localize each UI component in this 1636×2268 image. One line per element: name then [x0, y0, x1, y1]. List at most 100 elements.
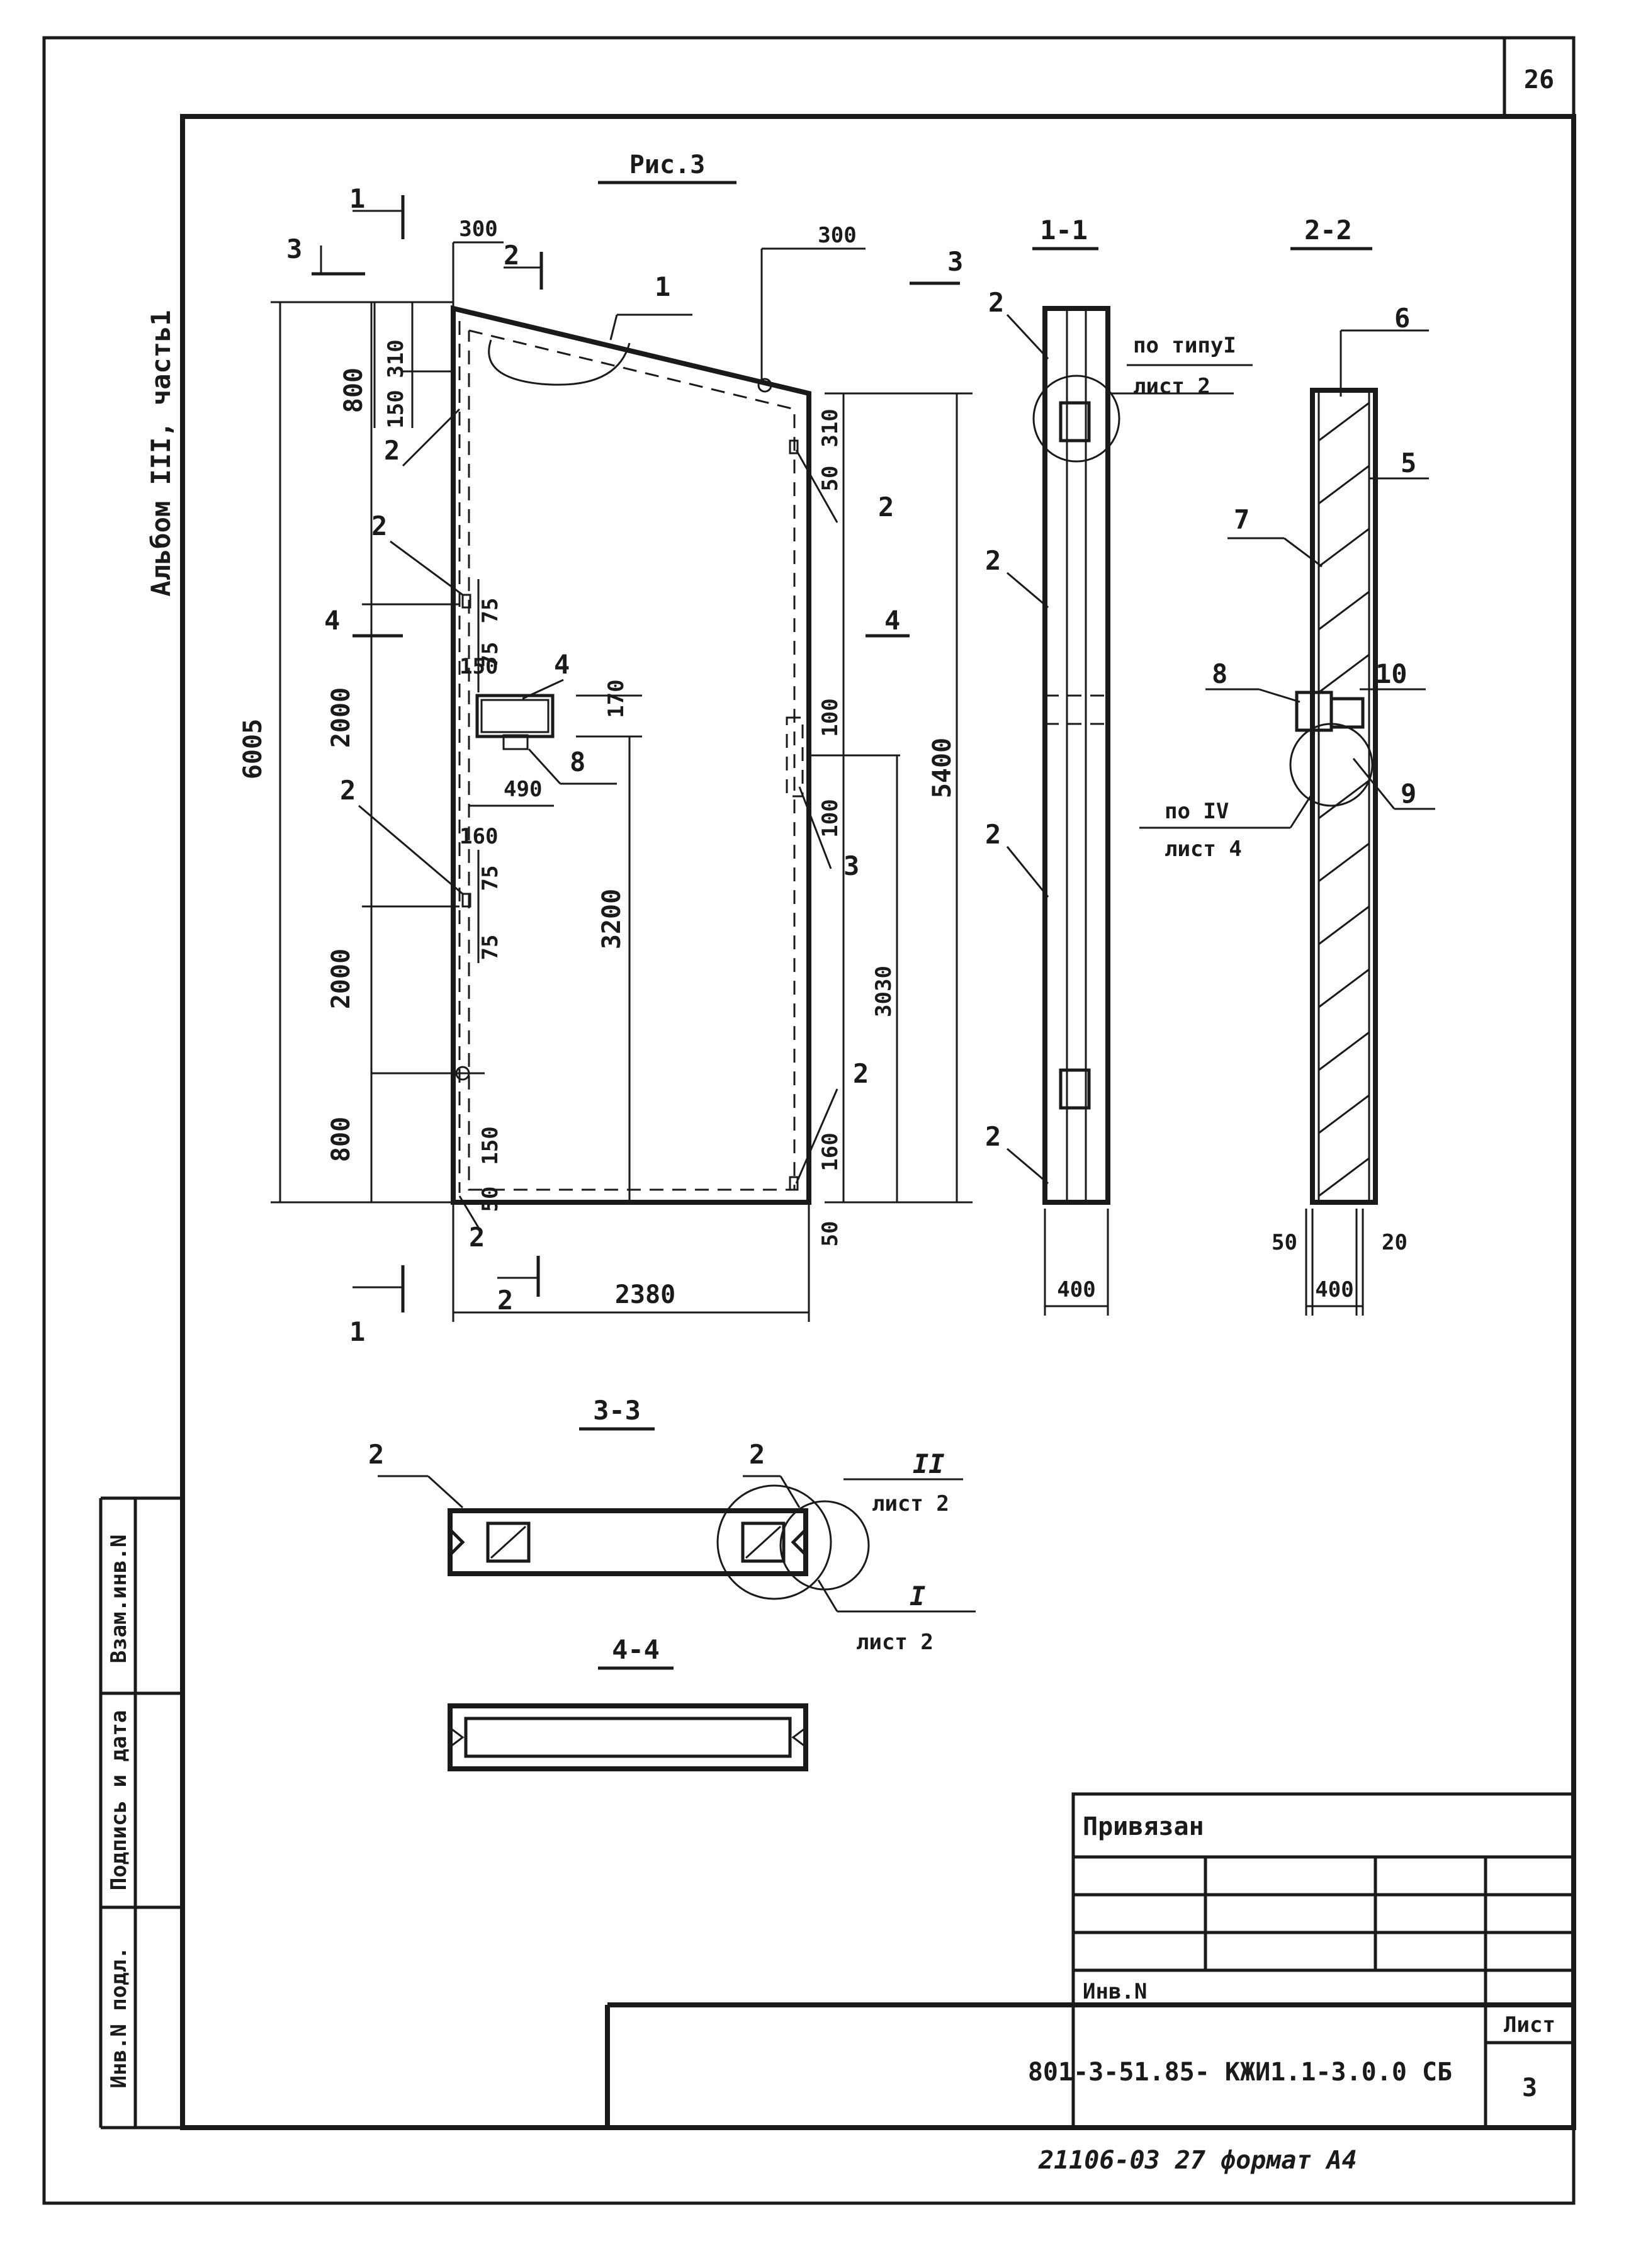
svg-text:2: 2: [988, 287, 1004, 318]
left-dimensions: 6005 2000 2000 800 800 310 150: [239, 301, 460, 1204]
svg-text:50: 50: [478, 1187, 503, 1212]
svg-text:2: 2: [749, 1439, 765, 1470]
cut-markers: 1 3 2 3 4 4 1 2: [286, 183, 963, 1347]
svg-text:3: 3: [286, 234, 302, 264]
svg-text:75: 75: [478, 598, 503, 624]
marker-3: 3: [843, 850, 859, 881]
panel-marker-2: 2 2 2 2 2 2 3: [340, 408, 894, 1253]
callout-i-l1: I: [910, 1581, 925, 1611]
right-dimensions: 5400 310 50 100 100 3030 160 50: [809, 392, 973, 1247]
dim-5400: 5400: [928, 738, 957, 798]
callout-type1-l1: по типуI: [1133, 333, 1236, 358]
dim-800-upper: 800: [339, 368, 368, 413]
svg-text:75: 75: [478, 935, 503, 961]
svg-text:2: 2: [497, 1285, 513, 1316]
marker-9: 9: [1401, 778, 1416, 809]
left-stamp: Инв.N подл. Подпись и дата Взам.инв.N: [99, 1496, 183, 2130]
inv-number-label: Инв.N: [1083, 1979, 1147, 2004]
section-1-1-title: 1-1: [1040, 215, 1088, 245]
dim-6005: 6005: [239, 719, 268, 779]
svg-text:50: 50: [818, 466, 843, 492]
marker-8-panel: 8: [570, 747, 585, 777]
svg-text:2: 2: [384, 435, 400, 466]
sheet-number: 3: [1522, 2073, 1537, 2102]
svg-text:160: 160: [818, 1132, 843, 1171]
dim-400-s11: 400: [1057, 1277, 1095, 1302]
section-3-3: 3-3 2 2 II лист 2 I лист 2: [368, 1395, 976, 1655]
callout-iv-l1: по IV: [1165, 799, 1229, 824]
svg-text:1: 1: [349, 183, 365, 214]
format-note: 21106-03 27 формат А4: [1038, 2146, 1357, 2175]
svg-text:150: 150: [478, 1126, 503, 1165]
dim-2380: 2380: [615, 1280, 675, 1309]
svg-text:2: 2: [985, 819, 1001, 850]
callout-iv-l2: лист 4: [1165, 837, 1242, 862]
panel-outline: [451, 305, 811, 1205]
svg-text:1: 1: [349, 1316, 365, 1347]
title-block: Привязан Инв.N 801-3-51.85- КЖИ1.1-3.0.0…: [605, 1792, 1574, 2128]
svg-text:2: 2: [469, 1222, 485, 1253]
page-number: 26: [1524, 65, 1554, 94]
marker-8: 8: [1212, 658, 1227, 689]
svg-text:2: 2: [985, 1121, 1001, 1152]
svg-text:170: 170: [604, 679, 629, 718]
dim-400-s22: 400: [1315, 1277, 1353, 1302]
svg-text:2: 2: [985, 545, 1001, 576]
stamp-col-sign: Подпись и дата: [106, 1710, 132, 1891]
svg-text:4: 4: [554, 649, 570, 680]
document-code: 801-3-51.85- КЖИ1.1-3.0.0 СБ: [1028, 2058, 1452, 2087]
svg-text:160: 160: [460, 824, 498, 849]
callout-ii-l2: лист 2: [872, 1491, 949, 1516]
svg-text:2: 2: [340, 775, 356, 806]
dim-2000-lower: 2000: [327, 949, 356, 1009]
svg-text:2: 2: [368, 1439, 384, 1470]
svg-text:2: 2: [504, 240, 519, 271]
section-2-2: 2-2 6 5 7 8 10: [1139, 215, 1435, 1316]
svg-text:2: 2: [853, 1058, 869, 1089]
dim-300-left: 300: [459, 217, 497, 242]
callout-ii-l1: II: [913, 1448, 945, 1479]
svg-text:2: 2: [371, 511, 387, 541]
dim-150-left: 150: [383, 390, 409, 428]
callout-type1-l2: лист 2: [1133, 374, 1210, 399]
marker-1: 1: [655, 271, 670, 302]
figure-title: Рис.3: [629, 150, 705, 179]
privyazan-label: Привязан: [1083, 1812, 1204, 1841]
svg-text:310: 310: [818, 409, 843, 447]
sheet-label: Лист: [1504, 2012, 1555, 2038]
svg-text:2: 2: [878, 492, 894, 522]
section-2-2-title: 2-2: [1304, 215, 1352, 245]
interior-dims: 75 75 150 4 170 490 8 160 75 75 3200 150…: [460, 579, 642, 1212]
inner-frame: [180, 114, 1576, 2130]
section-3-3-title: 3-3: [593, 1395, 641, 1426]
svg-text:4: 4: [324, 605, 340, 636]
svg-text:50: 50: [818, 1221, 843, 1247]
stamp-col-inv: Инв.N подл.: [106, 1946, 132, 2088]
section-4-4: 4-4: [448, 1634, 808, 1771]
section-4-4-title: 4-4: [612, 1634, 660, 1665]
svg-text:150: 150: [460, 654, 498, 679]
dim-3030: 3030: [871, 966, 896, 1017]
dim-50-s22: 50: [1272, 1230, 1297, 1255]
stamp-col-vzam: Взам.инв.N: [106, 1535, 132, 1664]
svg-text:100: 100: [818, 799, 843, 837]
album-label: Альбом III, часть1: [145, 310, 176, 596]
svg-text:3: 3: [947, 246, 963, 277]
svg-text:6: 6: [1394, 303, 1410, 334]
svg-text:490: 490: [504, 777, 542, 802]
svg-text:75: 75: [478, 866, 503, 891]
marker-10: 10: [1375, 658, 1408, 689]
callout-i-l2: лист 2: [856, 1630, 934, 1655]
dim-300-right: 300: [818, 223, 856, 248]
svg-text:75: 75: [478, 642, 503, 668]
dim-3200: 3200: [597, 889, 626, 949]
dim-2000-upper: 2000: [327, 687, 356, 748]
svg-text:100: 100: [818, 698, 843, 736]
opening: [475, 694, 555, 738]
dim-800-lower: 800: [327, 1117, 356, 1162]
marker-5: 5: [1401, 448, 1416, 478]
dim-20-s22: 20: [1382, 1230, 1408, 1255]
marker-7: 7: [1234, 504, 1250, 535]
svg-text:4: 4: [884, 605, 900, 636]
